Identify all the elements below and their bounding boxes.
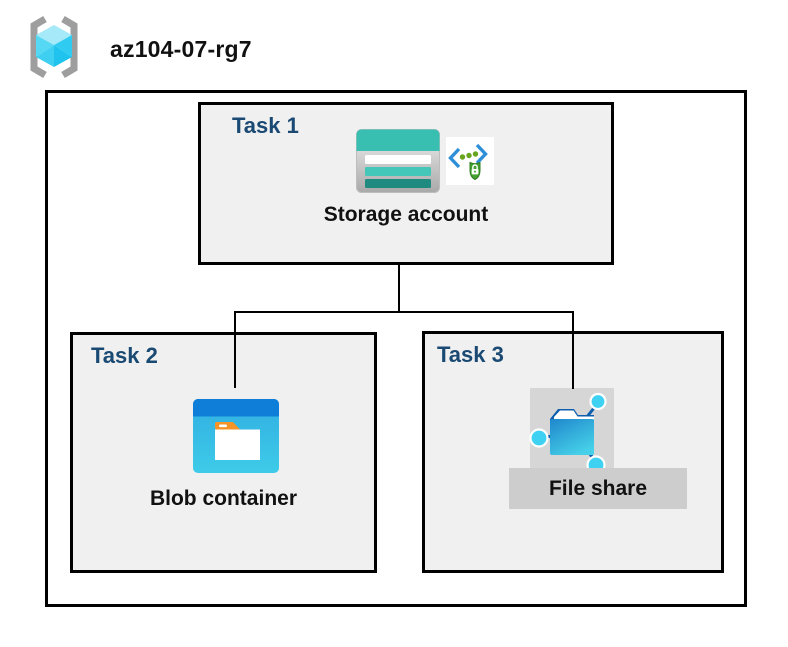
connector-to-fileshare	[572, 311, 574, 389]
connector-storage-down	[398, 262, 400, 313]
connector-to-blob	[234, 311, 236, 388]
task2-resource-name: Blob container	[149, 487, 297, 510]
storage-account-icon	[356, 129, 440, 193]
resource-group-name: az104-07-rg7	[110, 36, 252, 62]
task1-box: Task 1	[198, 102, 614, 265]
task2-box: Task 2 Blob container	[70, 332, 377, 573]
task3-resource-name: File share	[548, 476, 648, 500]
sas-security-icon	[446, 137, 494, 185]
task3-label: Task 3	[437, 342, 504, 367]
resource-group-icon	[22, 15, 86, 79]
task1-resource-name: Storage account	[323, 203, 489, 226]
file-share-icon	[529, 388, 614, 475]
blob-container-icon	[193, 399, 279, 473]
task2-label: Task 2	[91, 343, 158, 368]
connector-horizontal	[234, 311, 574, 313]
task1-label: Task 1	[232, 113, 299, 138]
file-share-label-background: File share	[509, 468, 687, 509]
